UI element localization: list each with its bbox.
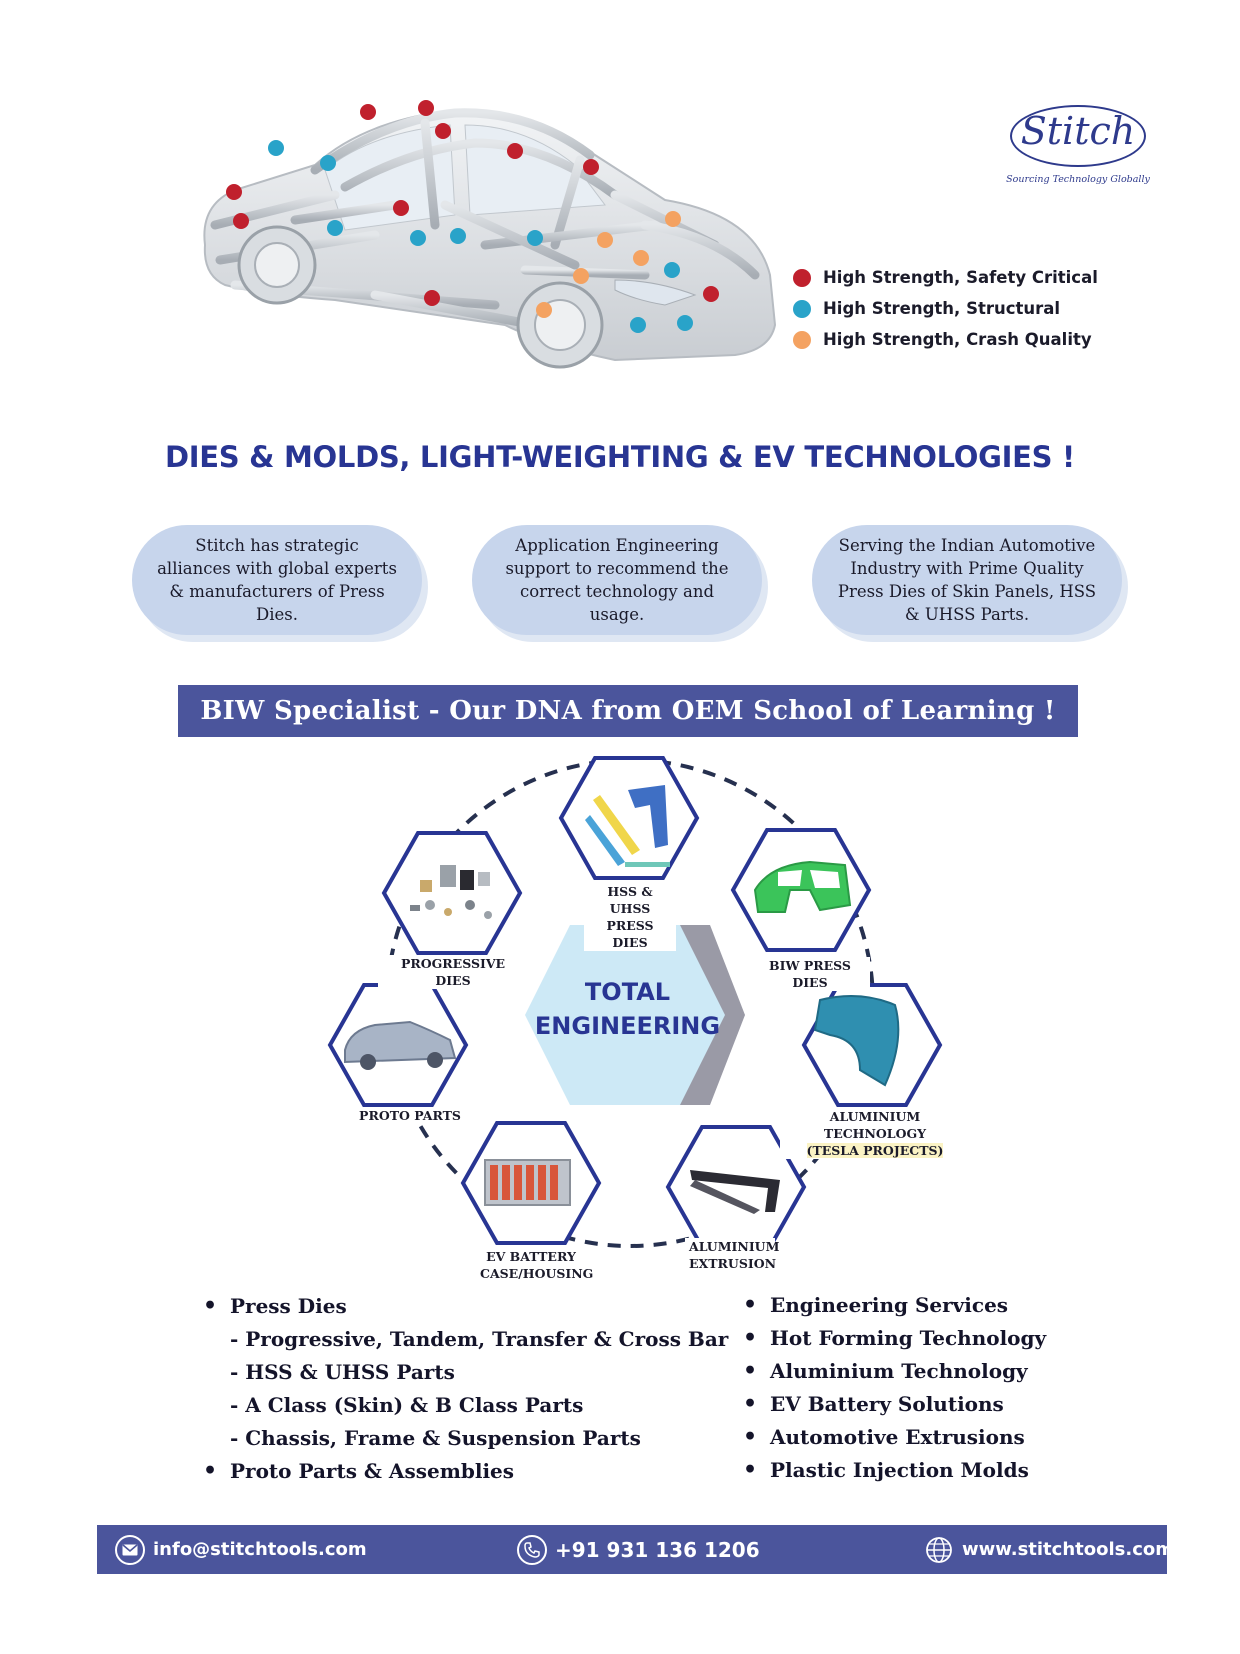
legend-label: High Strength, Safety Critical [823, 268, 1098, 287]
label-line: PROTO PARTS [359, 1108, 461, 1123]
center-hexagon [525, 925, 745, 1105]
footer-email-text[interactable]: info@stitchtools.com [153, 1539, 367, 1560]
ev-battery-label: EV BATTERY CASE/HOUSING [476, 1248, 594, 1282]
page-headline: DIES & MOLDS, LIGHT-WEIGHTING & EV TECHN… [165, 440, 1075, 474]
footer-email-link[interactable]: info@stitchtools.com [115, 1525, 367, 1574]
orange-dot-icon [793, 330, 811, 349]
legend-label: High Strength, Crash Quality [823, 330, 1092, 349]
aluminium-technology-label: ALUMINIUM TECHNOLOGY (TESLA PROJECTS) [780, 1108, 970, 1159]
list-subitem: - HSS & UHSS Parts [230, 1360, 455, 1384]
extrusion-rail-icon [690, 1170, 780, 1214]
aluminium-extrusion-label: ALUMINIUM EXTRUSION [685, 1238, 780, 1272]
label-line: EV BATTERY [486, 1249, 576, 1264]
list-item: Plastic Injection Molds [743, 1454, 1046, 1487]
car-body-structure-illustration [203, 100, 777, 369]
legend-label: High Strength, Structural [823, 299, 1061, 318]
list-item: EV Battery Solutions [743, 1388, 1046, 1421]
footer-website-text[interactable]: www.stitchtools.com [962, 1539, 1175, 1560]
list-item: Automotive Extrusions [743, 1421, 1046, 1454]
strength-legend: High Strength, Safety Critical High Stre… [793, 262, 1113, 355]
info-pill-alliances: Stitch has strategic alliances with glob… [132, 525, 422, 635]
label-line: PROGRESSIVE DIES [400, 956, 506, 988]
hex-progressive-dies [381, 831, 523, 955]
pillar-parts-icon [585, 785, 670, 867]
hex-hss-press-dies [558, 756, 700, 880]
label-line: ALUMINIUM [689, 1239, 780, 1254]
red-dot-icon [793, 268, 811, 287]
globe-icon [924, 1535, 954, 1565]
crash-quality-points [536, 211, 681, 318]
list-subitem: - A Class (Skin) & B Class Parts [230, 1393, 584, 1417]
stitch-logo: Stitch Sourcing Technology Globally [1000, 103, 1160, 193]
legend-item-safety-critical: High Strength, Safety Critical [793, 262, 1113, 293]
body-side-panel-icon [753, 860, 852, 913]
label-line: PRESS DIES [606, 918, 654, 950]
contact-footer: info@stitchtools.com +91 931 136 1206 ww… [97, 1525, 1174, 1574]
small-stamped-parts-icon [410, 865, 492, 919]
legend-item-structural: High Strength, Structural [793, 293, 1113, 324]
services-list-right: Engineering Services Hot Forming Technol… [743, 1289, 1046, 1487]
footer-phone-text[interactable]: +91 931 136 1206 [555, 1537, 760, 1562]
list-item: Aluminium Technology [743, 1355, 1046, 1388]
biw-specialist-banner: BIW Specialist - Our DNA from OEM School… [178, 685, 1078, 737]
center-title-line: TOTAL [584, 978, 671, 1006]
logo-oval [1010, 105, 1146, 167]
battery-case-icon [484, 1159, 571, 1206]
list-subitem: - Chassis, Frame & Suspension Parts [230, 1426, 641, 1450]
rear-wheel [237, 225, 317, 305]
label-line: CASE/HOUSING [480, 1266, 594, 1281]
list-item: Proto Parts & Assemblies [203, 1455, 728, 1488]
label-line: HSS & UHSS [607, 884, 653, 916]
center-title-line: ENGINEERING [534, 1012, 721, 1040]
logo-tagline: Sourcing Technology Globally [1006, 174, 1150, 185]
proto-parts-label: PROTO PARTS [355, 1107, 465, 1124]
total-engineering-title: TOTAL ENGINEERING [525, 975, 730, 1043]
logo-wordmark: Stitch [1020, 109, 1136, 153]
info-pill-indian-automotive: Serving the Indian Automotive Industry w… [812, 525, 1122, 635]
hss-press-dies-label: HSS & UHSS PRESS DIES [584, 883, 676, 951]
blue-dot-icon [793, 299, 811, 318]
fender-panel-icon [813, 995, 900, 1087]
biw-press-dies-label: BIW PRESS DIES [750, 957, 870, 991]
list-item: Press Dies [203, 1290, 728, 1323]
list-item: Hot Forming Technology [743, 1322, 1046, 1355]
footer-website-link[interactable]: www.stitchtools.com [924, 1525, 1174, 1574]
structural-points [268, 140, 693, 333]
label-line: EXTRUSION [689, 1256, 777, 1271]
safety-critical-points [226, 100, 719, 306]
footer-phone-link[interactable]: +91 931 136 1206 [517, 1525, 760, 1574]
list-item: Engineering Services [743, 1289, 1046, 1322]
services-list-left: Press Dies - Progressive, Tandem, Transf… [203, 1290, 728, 1488]
label-line: BIW PRESS DIES [769, 958, 851, 990]
phone-icon [517, 1534, 547, 1565]
progressive-dies-label: PROGRESSIVE DIES [378, 955, 528, 989]
list-subitem: - Progressive, Tandem, Transfer & Cross … [230, 1327, 729, 1351]
label-line: ALUMINIUM TECHNOLOGY [823, 1109, 927, 1141]
envelope-icon [115, 1534, 145, 1565]
proto-car-body-icon [344, 1020, 457, 1070]
tesla-projects-highlight: (TESLA PROJECTS) [806, 1143, 944, 1158]
info-pill-application-engineering: Application Engineering support to recom… [472, 525, 762, 635]
legend-item-crash-quality: High Strength, Crash Quality [793, 324, 1113, 355]
